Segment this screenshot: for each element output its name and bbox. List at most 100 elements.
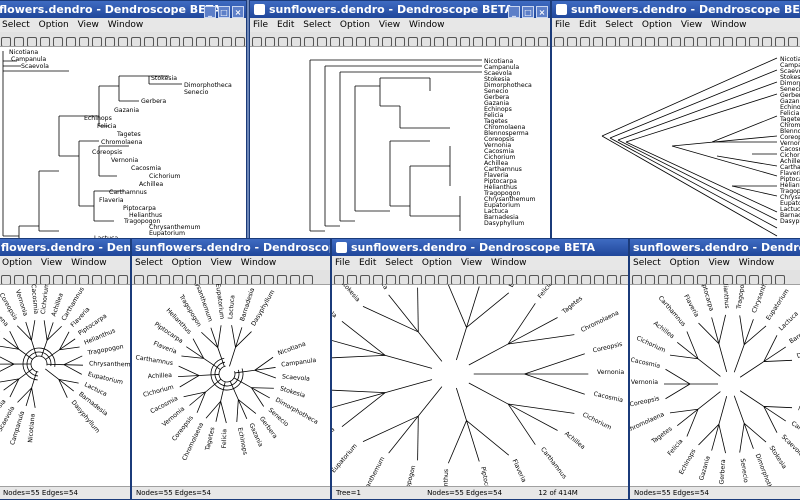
tool-icon[interactable]	[105, 275, 115, 284]
tool-icon[interactable]	[671, 37, 681, 46]
tool-icon[interactable]	[619, 37, 629, 46]
tool-icon[interactable]	[460, 37, 470, 46]
menu-option[interactable]: Option	[339, 20, 370, 30]
tool-icon[interactable]	[334, 275, 344, 284]
menu-option[interactable]: Option	[669, 258, 700, 268]
menu-window[interactable]: Window	[409, 20, 445, 30]
tool-icon[interactable]	[147, 275, 157, 284]
tool-icon[interactable]	[252, 37, 262, 46]
tool-icon[interactable]	[66, 37, 76, 46]
title-bar[interactable]: sunflowers.dendro - Dendroscope BETA	[630, 239, 800, 256]
tool-icon[interactable]	[749, 275, 759, 284]
menu-edit[interactable]: Edit	[358, 258, 377, 268]
tool-icon[interactable]	[408, 37, 418, 46]
tool-icon[interactable]	[317, 37, 327, 46]
tool-icon[interactable]	[645, 37, 655, 46]
tool-icon[interactable]	[697, 275, 707, 284]
menu-option[interactable]: Option	[421, 258, 452, 268]
tool-icon[interactable]	[542, 275, 552, 284]
tree-canvas[interactable]: Nicotiana Campanula Scaevola Stokesia Di…	[250, 46, 550, 249]
close-icon[interactable]: ×	[536, 6, 548, 18]
tool-icon[interactable]	[788, 37, 798, 46]
tool-icon[interactable]	[568, 275, 578, 284]
menu-view[interactable]: View	[460, 258, 483, 268]
tool-icon[interactable]	[186, 275, 196, 284]
tool-icon[interactable]	[775, 275, 785, 284]
tool-icon[interactable]	[251, 275, 261, 284]
tool-icon[interactable]	[529, 275, 539, 284]
menu-file[interactable]: File	[555, 20, 571, 30]
menu-select[interactable]: Select	[605, 20, 634, 30]
tool-icon[interactable]	[144, 37, 154, 46]
tool-icon[interactable]	[555, 275, 565, 284]
tool-icon[interactable]	[382, 37, 392, 46]
tool-icon[interactable]	[607, 275, 617, 284]
menu-window[interactable]: Window	[71, 258, 107, 268]
tool-icon[interactable]	[632, 275, 642, 284]
tree-canvas[interactable]: Nicotiana Campanula Scaevola Stokesia Di…	[552, 46, 800, 249]
tool-icon[interactable]	[290, 275, 300, 284]
menu-select[interactable]: Select	[135, 258, 163, 268]
tool-icon[interactable]	[438, 275, 448, 284]
tool-icon[interactable]	[199, 275, 209, 284]
tool-icon[interactable]	[775, 37, 785, 46]
window-radial-tree-right[interactable]: sunflowers.dendro - Dendroscope BETA Sel…	[629, 238, 800, 500]
tool-icon[interactable]	[303, 275, 313, 284]
menu-window[interactable]: Window	[491, 258, 527, 268]
menu-view[interactable]: View	[210, 258, 232, 268]
menu-edit[interactable]: Edit	[578, 20, 597, 30]
tool-icon[interactable]	[373, 275, 383, 284]
menu-select[interactable]: Select	[633, 258, 661, 268]
menu-option[interactable]: Option	[171, 258, 202, 268]
window-cladogram-tree[interactable]: sunflowers.dendro - Dendroscope BETA _□×…	[249, 0, 551, 262]
tool-icon[interactable]	[421, 37, 431, 46]
tool-icon[interactable]	[212, 275, 222, 284]
tool-icon[interactable]	[697, 37, 707, 46]
tool-icon[interactable]	[538, 37, 548, 46]
tool-icon[interactable]	[1, 37, 11, 46]
menu-select[interactable]: Select	[2, 20, 30, 30]
tool-icon[interactable]	[671, 275, 681, 284]
title-bar[interactable]: flowers.dendro - Dendroscope BETA	[0, 239, 130, 256]
tool-icon[interactable]	[762, 275, 772, 284]
window-circular-tree-left[interactable]: flowers.dendro - Dendroscope BETA Option…	[0, 238, 131, 500]
tool-icon[interactable]	[40, 37, 50, 46]
menu-select[interactable]: Select	[385, 258, 414, 268]
tool-icon[interactable]	[554, 37, 564, 46]
tool-icon[interactable]	[160, 275, 170, 284]
tool-icon[interactable]	[425, 275, 435, 284]
tool-icon[interactable]	[131, 37, 141, 46]
tool-icon[interactable]	[291, 37, 301, 46]
menu-window[interactable]: Window	[738, 258, 775, 268]
tool-icon[interactable]	[632, 37, 642, 46]
tool-icon[interactable]	[658, 275, 668, 284]
tool-icon[interactable]	[499, 37, 509, 46]
window-circular-tree[interactable]: sunflowers.dendro - Dendroscope BETA Sel…	[131, 238, 331, 500]
menu-view[interactable]: View	[708, 258, 730, 268]
menu-view[interactable]: View	[40, 258, 63, 268]
tool-icon[interactable]	[503, 275, 513, 284]
tool-icon[interactable]	[451, 275, 461, 284]
tool-icon[interactable]	[593, 37, 603, 46]
menu-window[interactable]: Window	[107, 20, 144, 30]
tool-icon[interactable]	[278, 37, 288, 46]
tool-icon[interactable]	[710, 275, 720, 284]
maximize-icon[interactable]: □	[218, 6, 230, 18]
tool-icon[interactable]	[173, 275, 183, 284]
minimize-icon[interactable]: _	[204, 6, 216, 18]
tool-icon[interactable]	[183, 37, 193, 46]
tool-icon[interactable]	[170, 37, 180, 46]
tool-icon[interactable]	[490, 275, 500, 284]
tool-icon[interactable]	[736, 275, 746, 284]
tool-icon[interactable]	[434, 37, 444, 46]
tool-icon[interactable]	[118, 275, 128, 284]
tool-icon[interactable]	[486, 37, 496, 46]
tool-icon[interactable]	[134, 275, 144, 284]
menu-option[interactable]: Option	[38, 20, 69, 30]
maximize-icon[interactable]: □	[522, 6, 534, 18]
tree-canvas[interactable]: NicotianaCampanulaScaevolaStokesiaDimorp…	[0, 284, 130, 487]
menu-view[interactable]: View	[680, 20, 703, 30]
tool-icon[interactable]	[196, 37, 206, 46]
